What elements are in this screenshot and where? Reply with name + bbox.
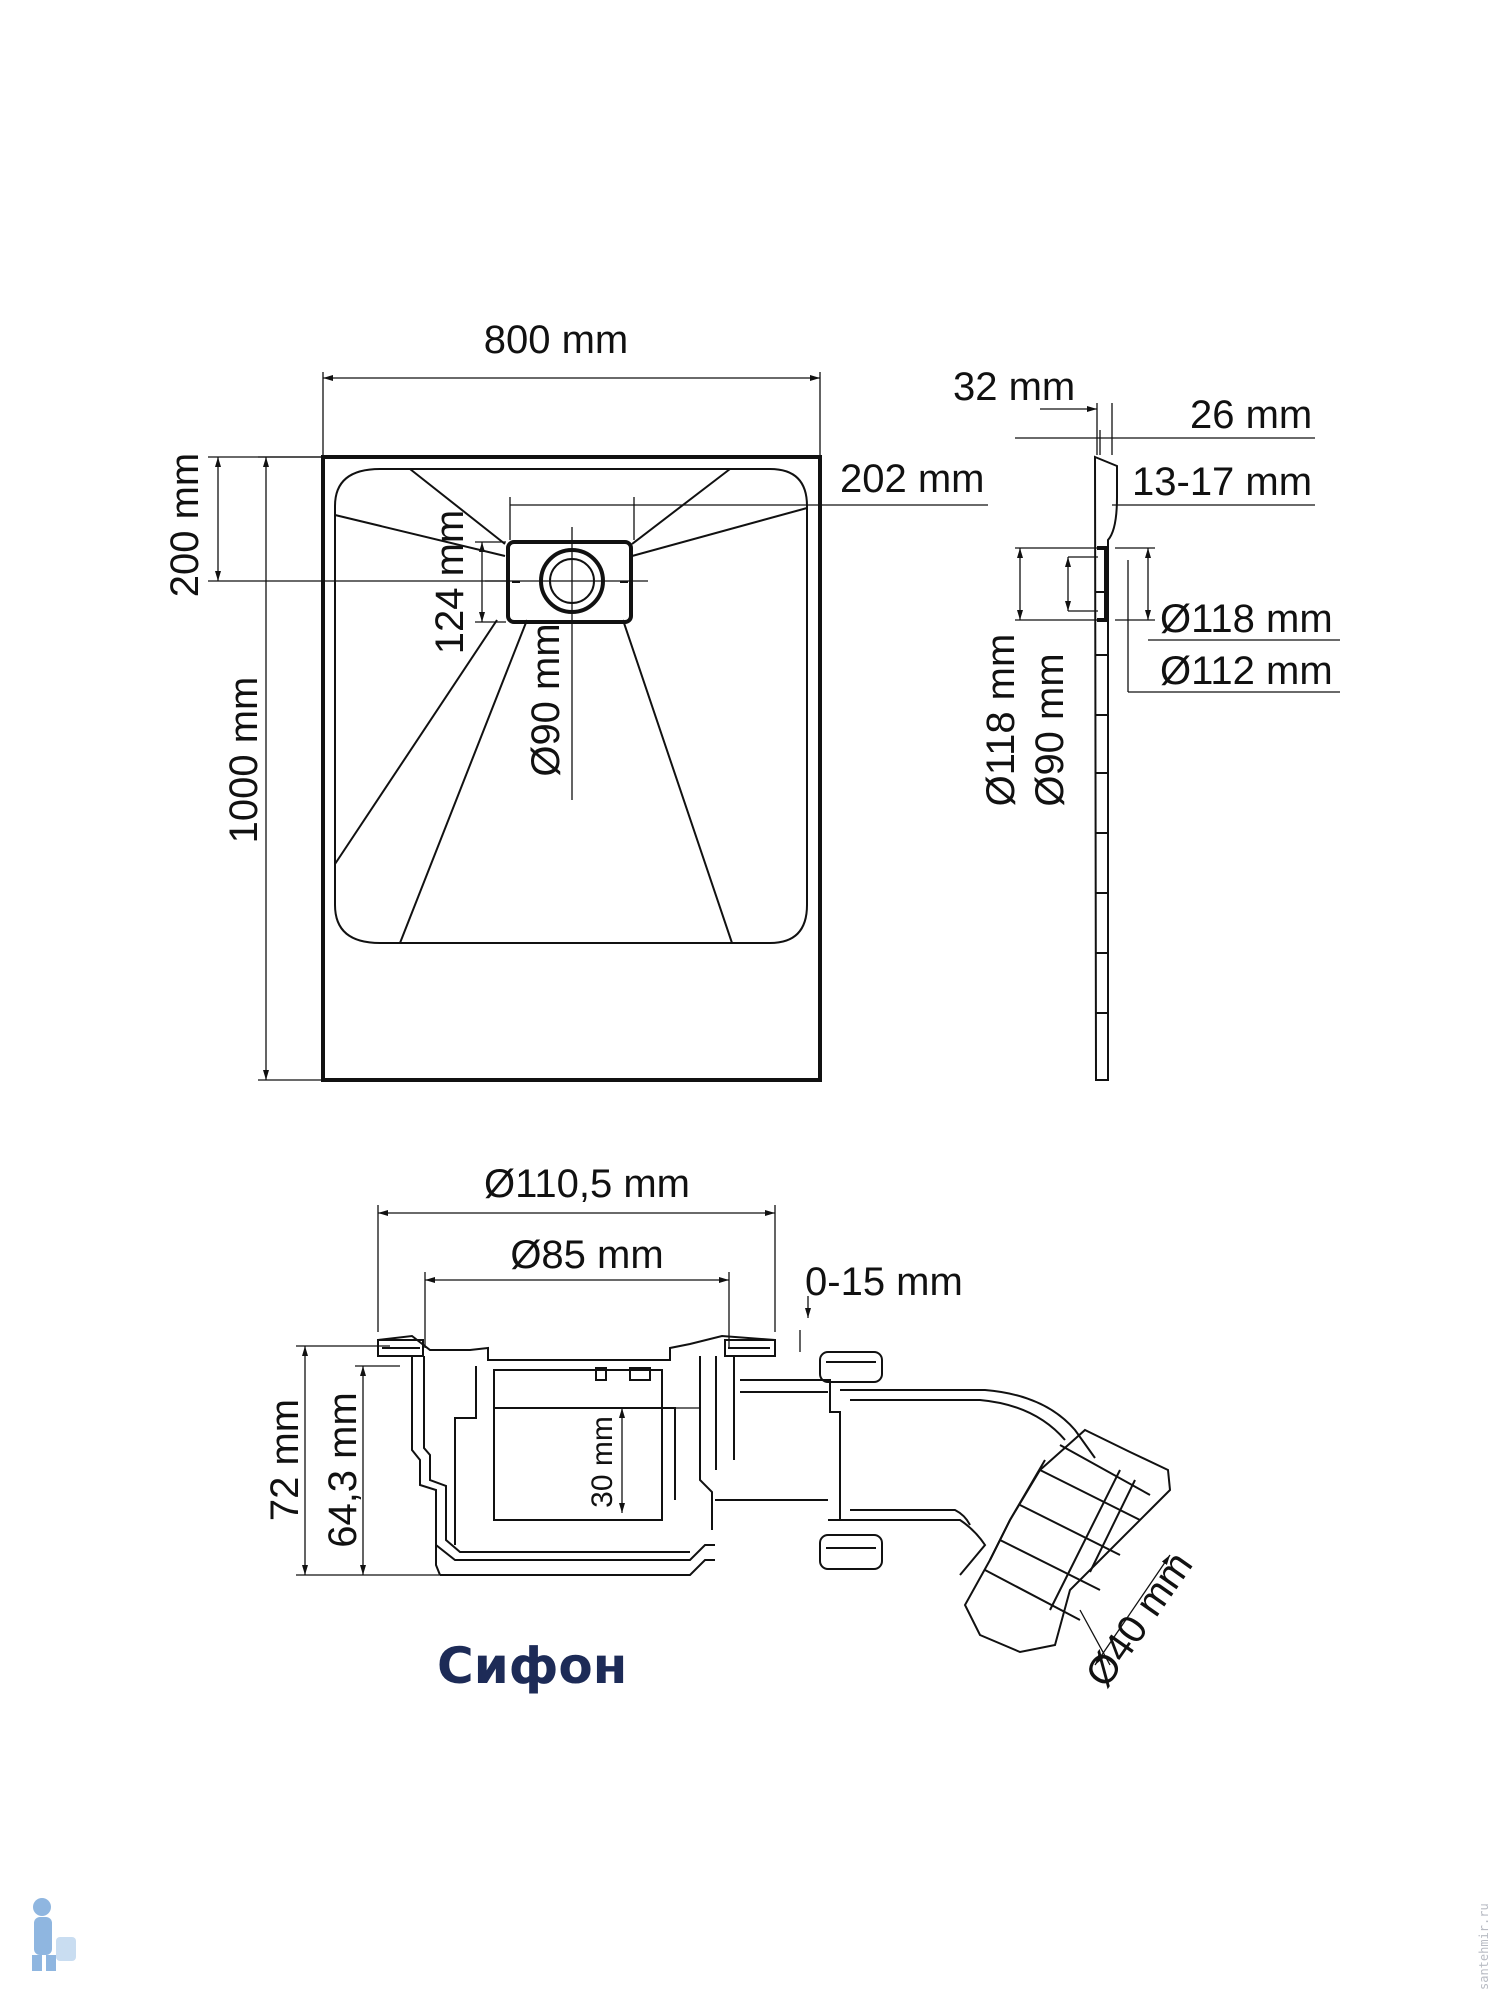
dim-width: 800 mm	[322, 318, 821, 455]
tray-length-label: 1000 mm	[222, 677, 266, 844]
tray-plan-view: 800 mm 1000 mm 200 mm 202 mm	[163, 318, 988, 1082]
dim-drain-height: 124 mm	[428, 510, 506, 655]
drain-height-label: 124 mm	[428, 510, 472, 655]
tray-basin-outline	[334, 468, 808, 944]
siphon-water-seal-label: 30 mm	[586, 1416, 619, 1508]
plumber-logo-icon	[32, 1898, 76, 1971]
siphon-body-height-label: 64,3 mm	[321, 1392, 365, 1548]
tray-section-view: 32 mm 26 mm 13-17 mm Ø118 mm Ø112 mm Ø11…	[953, 365, 1340, 1081]
tray-width-label: 800 mm	[484, 318, 629, 362]
siphon-total-height-label: 72 mm	[263, 1399, 307, 1521]
section-vertical-inner-label: Ø90 mm	[1028, 653, 1072, 806]
siphon-flange-diameter-label: Ø110,5 mm	[484, 1162, 690, 1206]
drain-offset-label: 200 mm	[163, 453, 207, 598]
dim-drain-offset: 200 mm	[163, 453, 508, 598]
siphon-adjust-label: 0-15 mm	[805, 1260, 963, 1304]
siphon-view: Ø110,5 mm Ø85 mm 0-15 mm 72 mm 64,3 mm 3…	[135, 1150, 1295, 1740]
siphon-title: Сифон	[437, 1637, 627, 1695]
section-outer-diameter-label: Ø118 mm	[1160, 597, 1333, 641]
section-slope-label: 13-17 mm	[1132, 460, 1312, 504]
section-inner-diameter-label: Ø112 mm	[1160, 649, 1333, 693]
dim-length: 1000 mm	[222, 456, 321, 1081]
tray-section-profile	[1093, 455, 1118, 1081]
drain-width-label: 202 mm	[840, 457, 985, 501]
drain-plate	[485, 527, 648, 800]
siphon-body-diameter-label: Ø85 mm	[510, 1233, 663, 1277]
section-rim-label: 26 mm	[1190, 393, 1312, 437]
tray-slope-lines	[334, 468, 808, 944]
section-vertical-outer-label: Ø118 mm	[979, 634, 1023, 807]
drain-diameter-label: Ø90 mm	[524, 623, 568, 776]
tray-outline	[321, 455, 822, 1082]
section-thickness-label: 32 mm	[953, 365, 1075, 409]
dim-drain-width: 202 mm	[509, 457, 988, 540]
tray-section-ticks	[1096, 591, 1108, 1014]
watermark-text: santehmir.ru	[1477, 1903, 1491, 1990]
